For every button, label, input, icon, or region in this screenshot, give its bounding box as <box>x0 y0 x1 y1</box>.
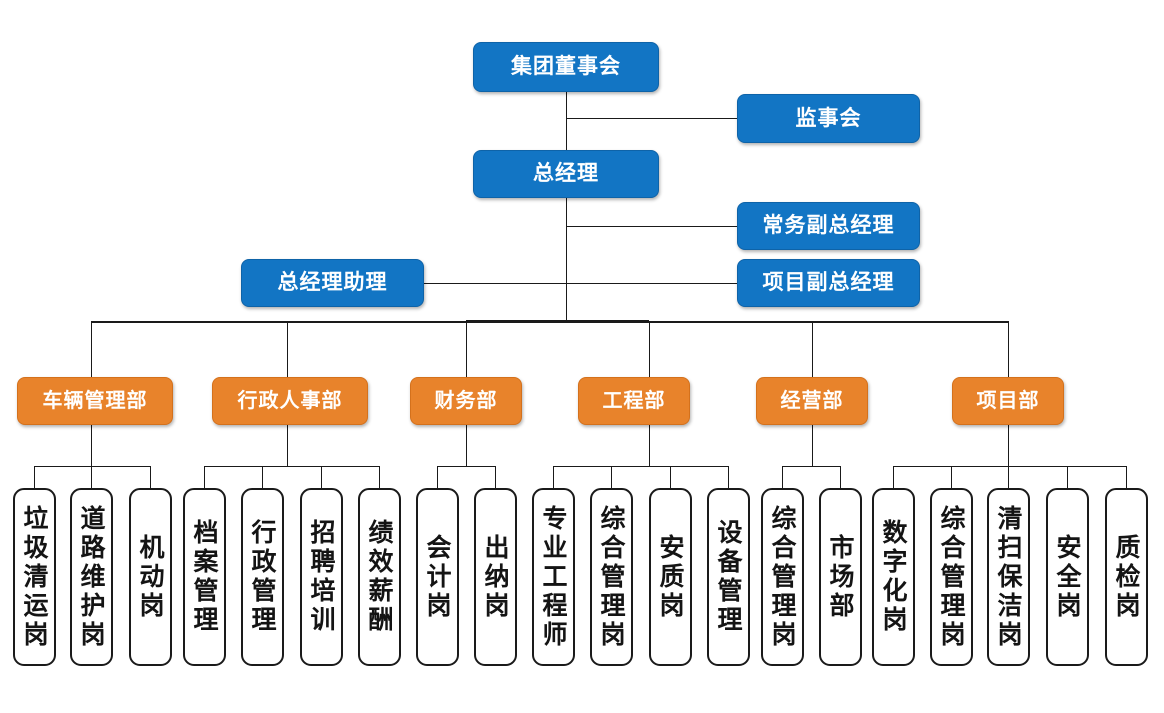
leaf-position-box[interactable]: 招聘培训 <box>300 488 343 666</box>
node-department-finance[interactable]: 财务部 <box>410 377 522 425</box>
leaf-label: 行政管理 <box>248 519 277 635</box>
dept-3-stem <box>649 425 650 466</box>
connector-trunk-to-exec-deputy <box>566 226 737 227</box>
leaf-label: 机动岗 <box>136 533 165 621</box>
dept-4-leaf-drop-1 <box>840 466 841 488</box>
dept-2-stem <box>466 425 467 466</box>
dept-5-leaf-drop-0 <box>893 466 894 488</box>
leaf-position-box[interactable]: 质检岗 <box>1105 488 1148 666</box>
node-exec-deputy-gm[interactable]: 常务副总经理 <box>737 202 920 250</box>
drop-to-dept-0 <box>91 321 92 377</box>
leaf-position-box[interactable]: 清扫保洁岗 <box>987 488 1030 666</box>
dept-0-leaf-drop-1 <box>91 466 92 488</box>
department-bus-line-emphasis <box>466 320 649 323</box>
dept-1-leaf-drop-2 <box>321 466 322 488</box>
dept-0-leaf-drop-0 <box>34 466 35 488</box>
node-supervisory-board[interactable]: 监事会 <box>737 94 920 143</box>
dept-4-stem <box>812 425 813 466</box>
leaf-position-box[interactable]: 安质岗 <box>649 488 692 666</box>
leaf-position-box[interactable]: 绩效薪酬 <box>358 488 401 666</box>
dept-1-leaf-drop-3 <box>379 466 380 488</box>
leaf-position-box[interactable]: 档案管理 <box>183 488 226 666</box>
dept-5-leaf-drop-1 <box>951 466 952 488</box>
leaf-label: 出纳岗 <box>481 533 510 621</box>
dept-3-bus <box>553 466 728 467</box>
node-department-project[interactable]: 项目部 <box>952 377 1064 425</box>
leaf-label: 清扫保洁岗 <box>994 504 1023 650</box>
dept-4-leaf-drop-0 <box>782 466 783 488</box>
dept-1-stem <box>287 425 288 466</box>
dept-4-bus <box>782 466 840 467</box>
connector-gm-trunk-to-supervisory <box>566 118 737 119</box>
dept-3-leaf-drop-0 <box>553 466 554 488</box>
dept-0-stem <box>91 425 92 466</box>
leaf-label: 综合管理岗 <box>768 504 797 650</box>
leaf-position-box[interactable]: 综合管理岗 <box>761 488 804 666</box>
leaf-label: 档案管理 <box>190 519 219 635</box>
leaf-label: 招聘培训 <box>307 519 336 635</box>
dept-2-leaf-drop-0 <box>437 466 438 488</box>
leaf-label: 安质岗 <box>656 533 685 621</box>
leaf-position-box[interactable]: 道路维护岗 <box>70 488 113 666</box>
connector-trunk-to-gm-assistant <box>424 283 566 284</box>
dept-0-leaf-drop-2 <box>150 466 151 488</box>
node-department-vehicle-management[interactable]: 车辆管理部 <box>17 377 173 425</box>
leaf-position-box[interactable]: 数字化岗 <box>872 488 915 666</box>
leaf-position-box[interactable]: 会计岗 <box>416 488 459 666</box>
leaf-label: 数字化岗 <box>879 519 908 635</box>
leaf-label: 设备管理 <box>714 519 743 635</box>
drop-to-dept-4 <box>812 321 813 377</box>
dept-5-leaf-drop-3 <box>1067 466 1068 488</box>
dept-3-leaf-drop-3 <box>728 466 729 488</box>
dept-5-bus <box>893 466 1126 467</box>
leaf-position-box[interactable]: 专业工程师 <box>532 488 575 666</box>
node-group-board[interactable]: 集团董事会 <box>473 42 659 92</box>
leaf-position-box[interactable]: 设备管理 <box>707 488 750 666</box>
node-gm-assistant[interactable]: 总经理助理 <box>241 259 424 307</box>
leaf-label: 会计岗 <box>423 533 452 621</box>
drop-to-dept-1 <box>287 321 288 377</box>
dept-1-bus <box>204 466 379 467</box>
leaf-position-box[interactable]: 出纳岗 <box>474 488 517 666</box>
leaf-position-box[interactable]: 机动岗 <box>129 488 172 666</box>
leaf-label: 综合管理岗 <box>597 504 626 650</box>
leaf-position-box[interactable]: 安全岗 <box>1046 488 1089 666</box>
drop-to-dept-2 <box>466 321 467 377</box>
dept-2-bus <box>437 466 495 467</box>
leaf-position-box[interactable]: 垃圾清运岗 <box>13 488 56 666</box>
dept-0-bus <box>34 466 150 467</box>
dept-5-leaf-drop-2 <box>1008 466 1009 488</box>
dept-1-leaf-drop-1 <box>262 466 263 488</box>
leaf-position-box[interactable]: 行政管理 <box>241 488 284 666</box>
dept-5-leaf-drop-4 <box>1126 466 1127 488</box>
leaf-label: 质检岗 <box>1112 533 1141 621</box>
connector-board-to-gm <box>566 92 567 156</box>
connector-trunk-to-project-deputy <box>566 283 737 284</box>
leaf-position-box[interactable]: 综合管理岗 <box>590 488 633 666</box>
leaf-label: 绩效薪酬 <box>365 519 394 635</box>
dept-1-leaf-drop-0 <box>204 466 205 488</box>
drop-to-dept-3 <box>649 321 650 377</box>
leaf-label: 垃圾清运岗 <box>20 504 49 650</box>
drop-to-dept-5 <box>1008 321 1009 377</box>
leaf-label: 综合管理岗 <box>937 504 966 650</box>
leaf-label: 道路维护岗 <box>77 504 106 650</box>
node-department-admin-hr[interactable]: 行政人事部 <box>212 377 368 425</box>
leaf-label: 市场部 <box>826 533 855 621</box>
leaf-label: 专业工程师 <box>539 504 568 650</box>
node-department-operations[interactable]: 经营部 <box>756 377 868 425</box>
connector-gm-trunk <box>566 198 567 322</box>
node-department-engineering[interactable]: 工程部 <box>578 377 690 425</box>
dept-5-stem <box>1008 425 1009 466</box>
leaf-position-box[interactable]: 综合管理岗 <box>930 488 973 666</box>
dept-3-leaf-drop-1 <box>611 466 612 488</box>
leaf-position-box[interactable]: 市场部 <box>819 488 862 666</box>
leaf-label: 安全岗 <box>1053 533 1082 621</box>
node-project-deputy-gm[interactable]: 项目副总经理 <box>737 259 920 307</box>
node-general-manager[interactable]: 总经理 <box>473 150 659 198</box>
dept-3-leaf-drop-2 <box>670 466 671 488</box>
dept-2-leaf-drop-1 <box>495 466 496 488</box>
